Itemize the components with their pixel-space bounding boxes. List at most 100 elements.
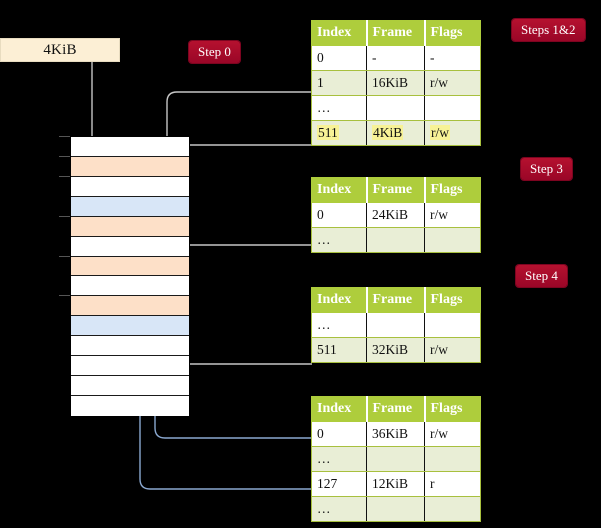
memory-frame-row xyxy=(71,156,189,177)
column-header-frame: Frame xyxy=(365,287,425,313)
badge-steps-1-2: Steps 1&2 xyxy=(512,19,585,41)
cell-frame: 36KiB xyxy=(366,421,425,447)
badge-step-4: Step 4 xyxy=(516,265,567,287)
memory-tick xyxy=(59,175,70,177)
table-row: … xyxy=(311,496,481,522)
memory-frame-row xyxy=(71,395,189,416)
cell-index: 0 xyxy=(311,45,367,71)
badge-step-4-label: Step 4 xyxy=(525,268,558,283)
cell-flags: - xyxy=(424,45,481,71)
wire-memory-to-l4-511 xyxy=(174,144,312,164)
cell-frame xyxy=(366,446,425,472)
memory-frame-row xyxy=(71,137,189,157)
table-row: … xyxy=(311,312,481,338)
badge-step-3-label: Step 3 xyxy=(530,161,563,176)
cell-flags: r/w xyxy=(424,337,481,363)
cell-index: … xyxy=(311,496,367,522)
memory-frame-row xyxy=(71,196,189,217)
cell-flags: r/w xyxy=(424,421,481,447)
cell-flags xyxy=(424,496,481,522)
cell-index: 511 xyxy=(311,120,367,146)
cell-flags: r/w xyxy=(424,202,481,228)
cell-index: … xyxy=(311,312,367,338)
cell-index: 1 xyxy=(311,70,367,96)
cell-frame: 4KiB xyxy=(366,120,425,146)
memory-frame-row xyxy=(71,336,189,357)
memory-frame-row xyxy=(71,216,189,237)
cell-frame: - xyxy=(366,45,425,71)
badge-step-3: Step 3 xyxy=(521,158,572,180)
memory-tick xyxy=(59,215,70,217)
table-row: … xyxy=(311,227,481,253)
memory-frame-row xyxy=(71,276,189,297)
cell-flags: r/w xyxy=(424,70,481,96)
cell-flags xyxy=(424,95,481,121)
cell-frame: 24KiB xyxy=(366,202,425,228)
badge-step-0-label: Step 0 xyxy=(198,44,231,59)
cell-index: … xyxy=(311,95,367,121)
memory-frame-row xyxy=(71,376,189,396)
table-row: … xyxy=(311,95,481,121)
column-header-frame: Frame xyxy=(365,177,425,203)
table-row: 0-- xyxy=(311,45,481,71)
cell-flags xyxy=(424,312,481,338)
table-row: … xyxy=(311,446,481,472)
cell-frame xyxy=(366,227,425,253)
column-header-frame: Frame xyxy=(365,396,425,422)
source-page-label: 4KiB xyxy=(43,41,77,58)
memory-frame-row xyxy=(71,296,189,317)
cell-frame xyxy=(366,312,425,338)
source-page-box: 4KiB xyxy=(0,38,120,62)
column-header-index: Index xyxy=(311,396,367,422)
cell-index: … xyxy=(311,227,367,253)
cell-index: 127 xyxy=(311,471,367,497)
column-header-index: Index xyxy=(311,287,367,313)
column-header-index: Index xyxy=(311,177,367,203)
cell-frame: 16KiB xyxy=(366,70,425,96)
memory-frame-row xyxy=(71,256,189,277)
cell-index: 0 xyxy=(311,421,367,447)
cell-flags xyxy=(424,446,481,472)
column-header-index: Index xyxy=(311,20,367,46)
memory-tick-marks xyxy=(59,136,71,415)
cell-flags xyxy=(424,227,481,253)
memory-tick xyxy=(59,295,70,297)
memory-frame-row xyxy=(71,316,189,337)
cell-frame xyxy=(366,496,425,522)
cell-index: … xyxy=(311,446,367,472)
cell-index: 511 xyxy=(311,337,367,363)
cell-flags: r xyxy=(424,471,481,497)
memory-frame-row xyxy=(71,356,189,377)
memory-tick xyxy=(59,255,70,257)
wire-l3-entry-to-memory xyxy=(179,244,312,292)
cell-frame: 32KiB xyxy=(366,337,425,363)
memory-frame-row xyxy=(71,236,189,257)
badge-steps-1-2-label: Steps 1&2 xyxy=(521,22,576,37)
column-header-flags: Flags xyxy=(423,287,481,313)
column-header-frame: Frame xyxy=(365,20,425,46)
memory-frame-row xyxy=(71,176,189,197)
cell-index: 0 xyxy=(311,202,367,228)
column-header-flags: Flags xyxy=(423,396,481,422)
column-header-flags: Flags xyxy=(423,177,481,203)
cell-frame xyxy=(366,95,425,121)
